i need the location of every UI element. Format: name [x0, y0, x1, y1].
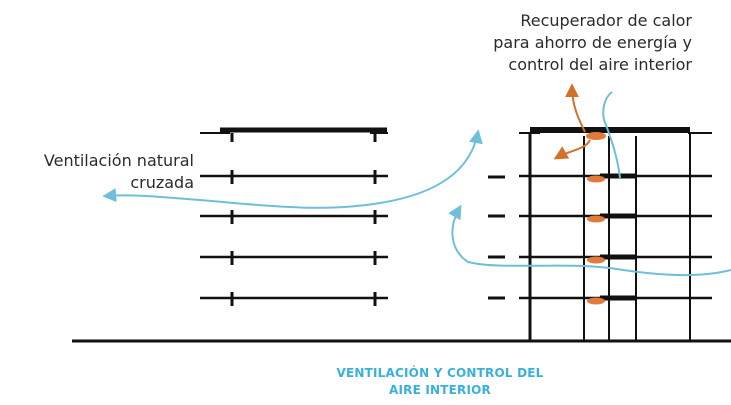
recuperator-label-line: control del aire interior — [508, 55, 692, 74]
gap-dashes — [488, 175, 505, 300]
recuperator-label-line: para ahorro de energía y — [493, 33, 692, 52]
cross-ventilation-label-line: Ventilación natural — [43, 151, 194, 170]
recuperator-unit — [587, 175, 605, 183]
cross-ventilation-label: Ventilación natural cruzada — [10, 150, 194, 194]
caption-line: AIRE INTERIOR — [388, 383, 491, 397]
left-building — [200, 127, 388, 306]
left-slab — [200, 210, 388, 224]
diagram-caption: VENTILACIÓN Y CONTROL DEL AIRE INTERIOR — [290, 365, 590, 399]
left-slab — [200, 251, 388, 265]
right-building — [519, 127, 712, 341]
recuperator-label: Recuperador de calor para ahorro de ener… — [420, 10, 692, 76]
recuperator-unit — [587, 256, 605, 264]
exhaust-arrow — [565, 83, 586, 133]
cross-ventilation-label-line: cruzada — [130, 173, 194, 192]
caption-line: VENTILACIÓN Y CONTROL DEL — [336, 366, 544, 380]
left-slab — [200, 170, 388, 184]
recuperator-unit — [586, 132, 606, 140]
interior-air-flow — [448, 204, 731, 277]
recuperator-label-line: Recuperador de calor — [520, 11, 692, 30]
left-slab — [200, 292, 388, 306]
cross-ventilation-flow — [102, 129, 483, 209]
fresh-air-intake — [602, 91, 621, 179]
recuperator-unit — [587, 297, 605, 305]
heat-return-arrow — [553, 139, 591, 160]
recuperator-unit — [587, 215, 605, 223]
